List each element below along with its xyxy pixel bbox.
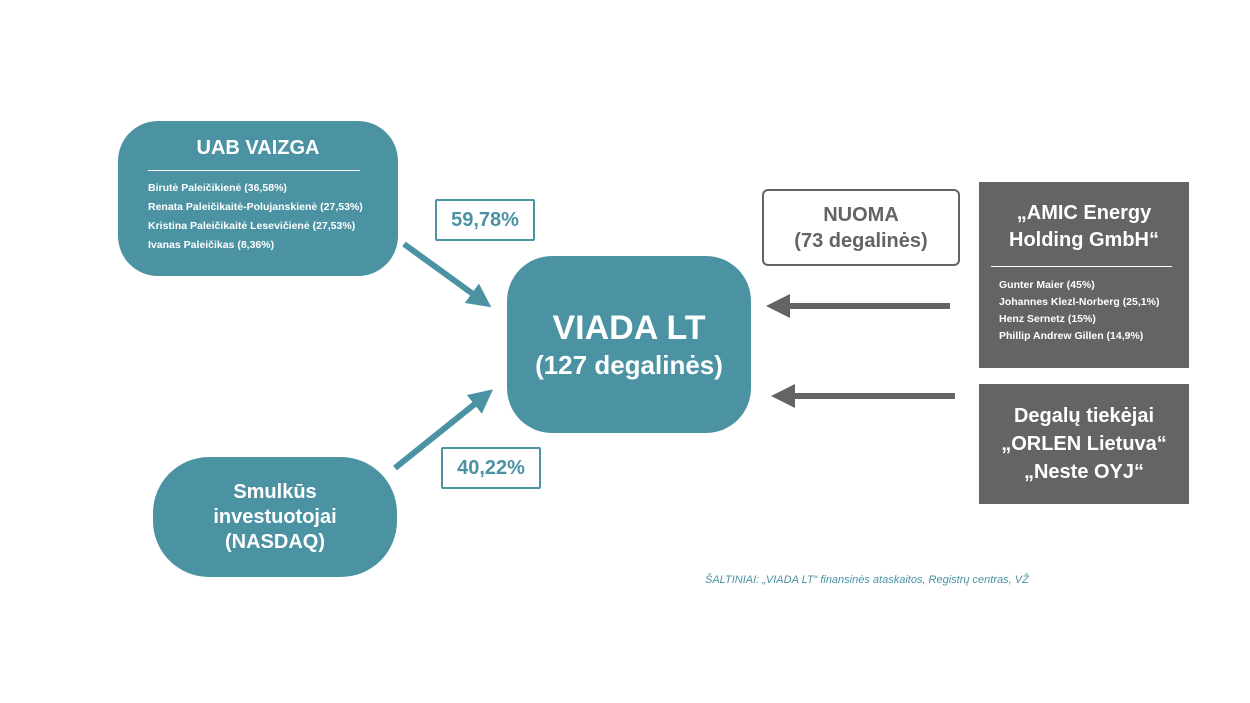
nuoma-title: NUOMA (823, 203, 899, 226)
supplier-orlen: „ORLEN Lietuva“ (1001, 433, 1167, 455)
owner: Phillip Andrew Gillen (14,9%) (999, 330, 1144, 342)
source-note: ŠALTINIAI: „VIADA LT“ finansinės ataskai… (705, 574, 1029, 586)
share-small-investors: 40,22% (441, 447, 541, 489)
small-investors-box: Smulkūs investuotojai (NASDAQ) (153, 457, 397, 577)
amic-title-line: „AMIC Energy (1016, 202, 1152, 224)
owner: Gunter Maier (45%) (999, 279, 1095, 291)
amic-owners: Gunter Maier (45%) Johannes Klezl-Norber… (999, 277, 1189, 345)
amic-title-line: Holding GmbH“ (1009, 229, 1159, 251)
owner: Ivanas Paleičikas (8,36%) (148, 239, 275, 251)
divider (148, 170, 360, 171)
small-investors-line: investuotojai (213, 505, 337, 528)
small-investors-line: Smulkūs (233, 480, 317, 503)
viada-box: VIADA LT (127 degalinės) (507, 256, 751, 433)
supplier-neste: „Neste OYJ“ (1023, 461, 1145, 483)
viada-subtitle: (127 degalinės) (535, 349, 723, 380)
owner: Kristina Paleičikaitė Lesevičienė (27,53… (148, 220, 356, 232)
amic-title: „AMIC Energy Holding GmbH“ (999, 200, 1169, 254)
amic-box: „AMIC Energy Holding GmbH“ Gunter Maier … (979, 182, 1189, 368)
small-investors-line: (NASDAQ) (225, 530, 325, 553)
divider (991, 266, 1172, 267)
suppliers-title: Degalų tiekėjai (1013, 405, 1155, 427)
share-vaizga: 59,78% (435, 199, 535, 241)
vaizga-owners: Birutė Paleičikienė (36,58%) Renata Pale… (148, 179, 398, 255)
arrow-vaizga-to-viada (402, 241, 492, 308)
owner: Johannes Klezl-Norberg (25,1%) (999, 296, 1160, 308)
nuoma-box: NUOMA (73 degalinės) (762, 189, 960, 266)
arrow-small-to-viada (393, 389, 494, 471)
owner: Birutė Paleičikienė (36,58%) (148, 182, 287, 194)
nuoma-subtitle: (73 degalinės) (794, 229, 928, 252)
owner: Renata Paleičikaitė-Polujanskienė (27,53… (148, 201, 363, 213)
vaizga-box: UAB VAIZGA Birutė Paleičikienė (36,58%) … (118, 121, 398, 276)
owner: Henz Sernetz (15%) (999, 313, 1096, 325)
viada-title: VIADA LT (552, 308, 706, 347)
vaizga-title: UAB VAIZGA (196, 137, 320, 159)
suppliers-box: Degalų tiekėjai „ORLEN Lietuva“ „Neste O… (979, 384, 1189, 504)
